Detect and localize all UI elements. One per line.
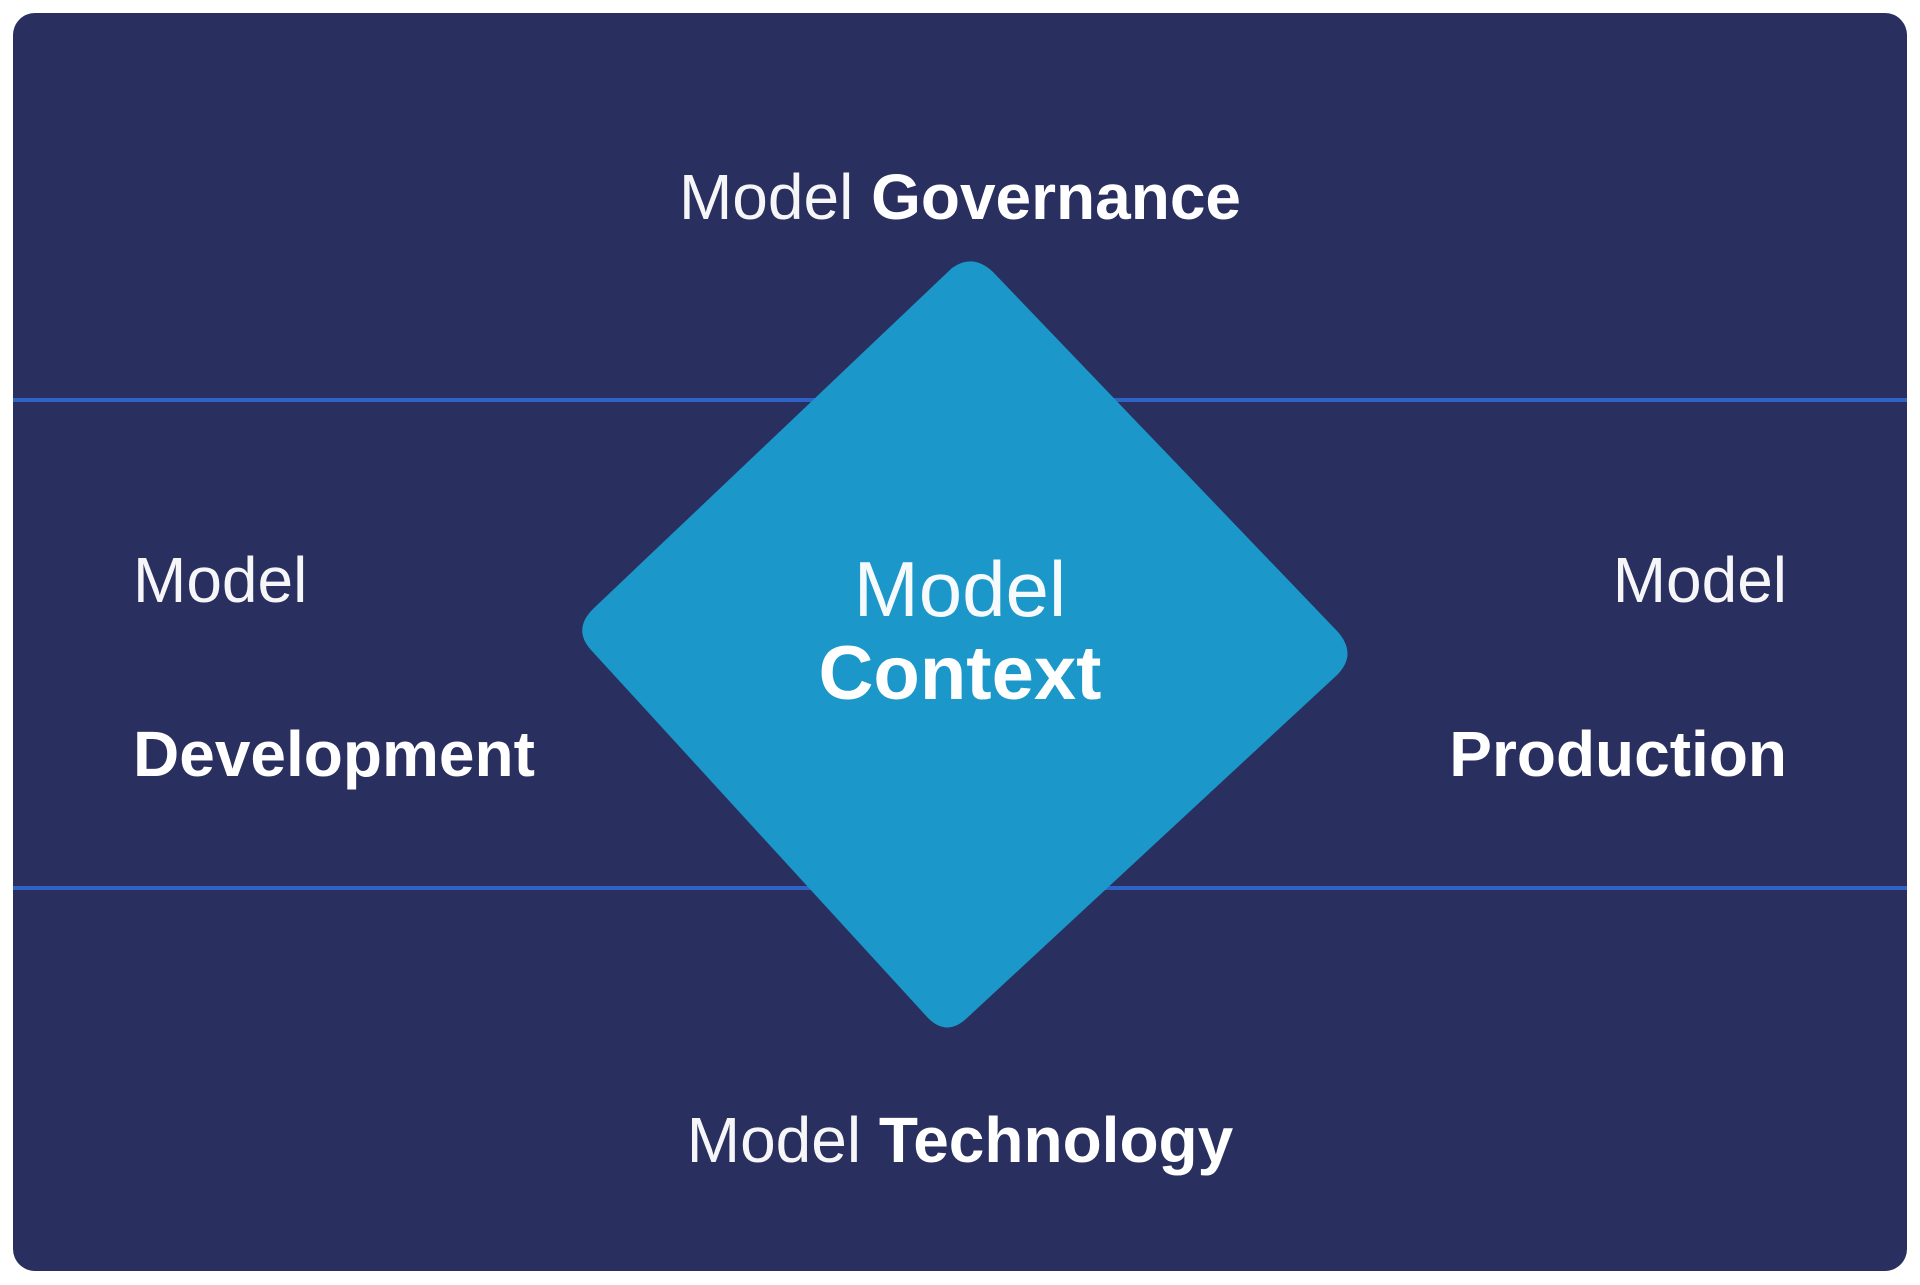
technology-title: Model Technology [0, 1108, 1920, 1172]
production-emphasis: Production [1449, 718, 1787, 790]
context-emphasis: Context [818, 631, 1102, 716]
technology-prefix: Model [686, 1104, 862, 1176]
production-prefix: Model [1612, 544, 1787, 616]
technology-emphasis: Technology [878, 1104, 1234, 1176]
development-emphasis: Development [133, 718, 535, 790]
governance-title: Model Governance [0, 165, 1920, 229]
governance-prefix: Model [678, 161, 854, 233]
center-diamond-shape [582, 261, 1348, 1028]
development-prefix: Model [133, 544, 308, 616]
governance-emphasis: Governance [871, 161, 1242, 233]
context-prefix: Model [853, 545, 1067, 633]
